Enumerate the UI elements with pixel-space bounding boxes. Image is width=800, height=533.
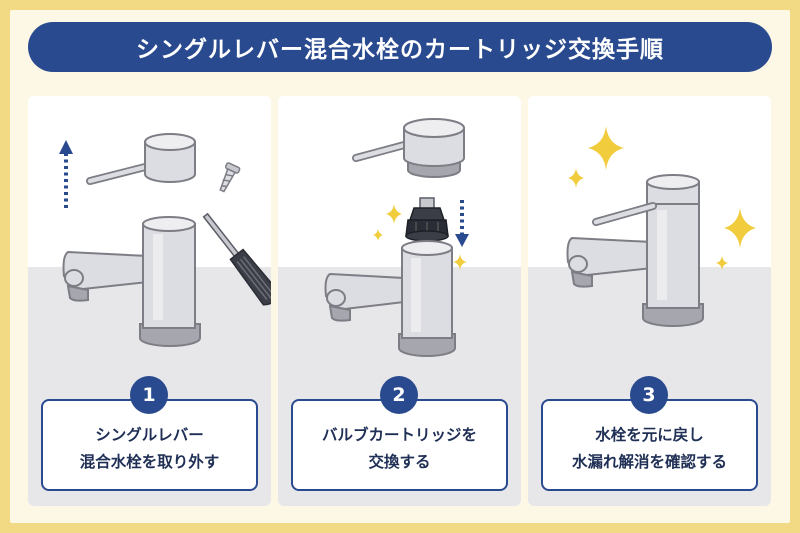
step-panel-3: 3 水栓を元に戻し 水漏れ解消を確認する [528, 96, 771, 506]
step-number-badge: 1 [130, 376, 168, 414]
caption-line-1: シングルレバー [95, 426, 204, 444]
step-1-illustration [59, 133, 271, 347]
step-number-badge: 3 [630, 376, 668, 414]
step-caption: シングルレバー 混合水栓を取り外す [41, 399, 258, 491]
lever-handle-icon [352, 118, 465, 178]
sparkle-icon [373, 204, 467, 270]
screw-icon [219, 162, 241, 193]
caption-line-1: バルブカートリッジを [321, 426, 477, 444]
page-title: シングルレバー混合水栓のカートリッジ交換手順 [136, 37, 664, 63]
step-2-illustration [324, 118, 469, 357]
step-panel-2: 2 バルブカートリッジを 交換する [278, 96, 521, 506]
caption-line-2: 水漏れ解消を確認する [571, 453, 727, 471]
screwdriver-icon [202, 212, 271, 306]
down-arrow-icon [455, 200, 469, 247]
step-number-badge: 2 [380, 376, 418, 414]
caption-line-2: 交換する [368, 453, 431, 471]
step-panel-1: 1 シングルレバー 混合水栓を取り外す [28, 96, 271, 506]
lever-handle-icon [86, 133, 196, 185]
step-caption: バルブカートリッジを 交換する [291, 399, 508, 491]
caption-line-2: 混合水栓を取り外す [79, 453, 220, 471]
faucet-icon [566, 174, 704, 327]
faucet-icon [324, 240, 456, 357]
title-banner: シングルレバー混合水栓のカートリッジ交換手順 [28, 22, 772, 72]
step-3-illustration [566, 126, 756, 327]
cartridge-icon [405, 197, 449, 242]
up-arrow-icon [59, 140, 73, 208]
caption-line-1: 水栓を元に戻し [595, 426, 704, 444]
sparkle-icon [568, 126, 756, 270]
faucet-icon [62, 216, 201, 347]
